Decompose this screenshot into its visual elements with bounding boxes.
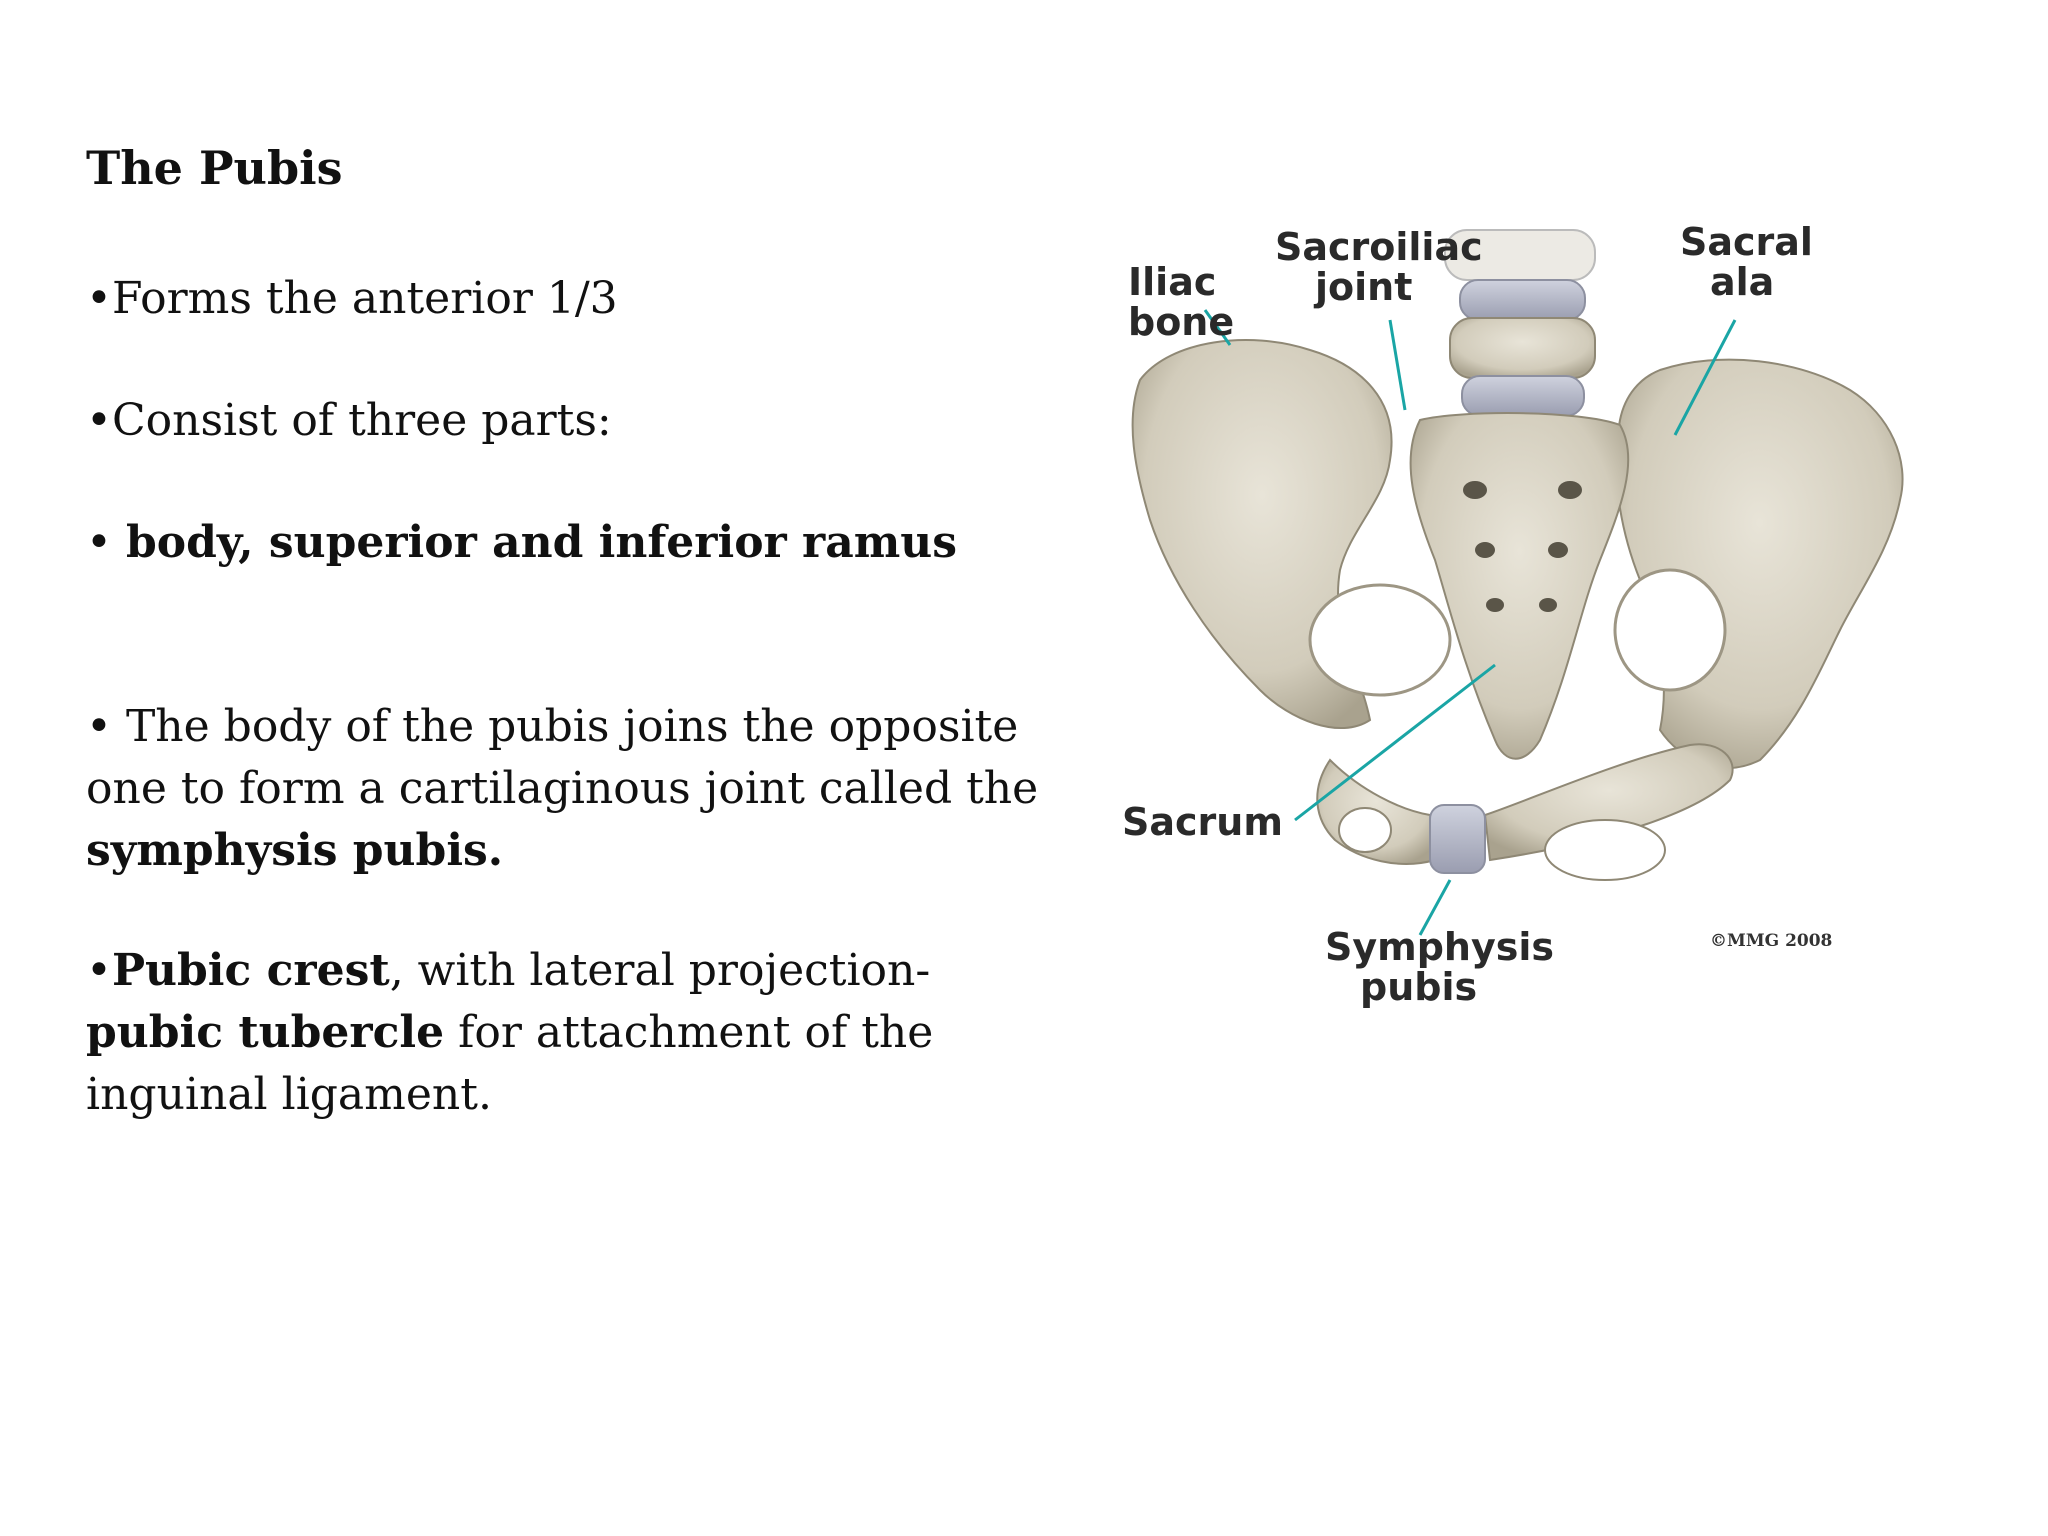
- right-iliac-bone: [1615, 358, 1904, 769]
- pointer-sacrum: [1294, 663, 1496, 822]
- pubic-crest-term: Pubic crest: [111, 945, 390, 996]
- pubic-crest-text1: , with lateral projection-: [389, 945, 931, 996]
- pointer-iliac: [1203, 309, 1232, 346]
- pubic-crest-bullet: •: [86, 945, 112, 996]
- pelvis-figure: Iliac bone Sacroiliac joint Sacral ala S…: [1100, 200, 1960, 1060]
- copyright-mark: ©MMG 2008: [1710, 931, 1832, 951]
- bullet-pubic-crest: •Pubic crest, with lateral projection- p…: [86, 940, 1076, 1126]
- bullet-parts-list: • body, superior and inferior ramus: [86, 512, 1086, 574]
- obturator-right: [1544, 819, 1666, 881]
- label-sacroiliac-1: Sacroiliac: [1275, 225, 1483, 269]
- sacral-foramen-5: [1486, 598, 1504, 612]
- label-sacral-2: ala: [1710, 260, 1774, 304]
- disc-lower: [1461, 375, 1585, 417]
- slide-title: The Pubis: [86, 141, 343, 195]
- bullet-forms-anterior: •Forms the anterior 1/3: [86, 273, 618, 324]
- label-sacroiliac-2: joint: [1313, 265, 1412, 309]
- label-sacrum: Sacrum: [1122, 800, 1283, 844]
- symphysis-disc: [1429, 804, 1486, 874]
- sacral-foramen-6: [1539, 598, 1557, 612]
- pelvis-illustration: Iliac bone Sacroiliac joint Sacral ala S…: [1122, 220, 1904, 1009]
- pointer-symphysis: [1418, 879, 1452, 936]
- sacral-foramen-3: [1475, 542, 1495, 558]
- sacral-foramen-4: [1548, 542, 1568, 558]
- pelvic-inlet: [1308, 583, 1452, 697]
- label-symphysis-1: Symphysis: [1325, 925, 1554, 969]
- label-iliac-1: Iliac: [1128, 260, 1216, 304]
- sacral-foramen-1: [1463, 481, 1487, 499]
- disc-upper: [1459, 279, 1586, 321]
- pubic-crest-text2: for attachment of the inguinal ligament.: [86, 1007, 934, 1120]
- bullet-body-joins: • The body of the pubis joins the opposi…: [86, 696, 1046, 882]
- pointer-lines: [1203, 309, 1737, 936]
- sacrum-bone: [1409, 412, 1630, 760]
- pointer-sacral-ala: [1673, 319, 1737, 436]
- bullet-three-parts: •Consist of three parts:: [86, 395, 612, 446]
- vertebra-middle: [1449, 317, 1596, 379]
- pointer-sacroiliac: [1388, 319, 1407, 411]
- body-joins-text: • The body of the pubis joins the opposi…: [86, 701, 1039, 814]
- pubic-tubercle-term: pubic tubercle: [86, 1007, 445, 1058]
- bullet-parts-prefix: •: [86, 517, 126, 568]
- obturator-left: [1338, 807, 1392, 853]
- label-iliac-2: bone: [1128, 300, 1234, 344]
- label-symphysis-2: pubis: [1360, 965, 1477, 1009]
- label-sacral-1: Sacral: [1680, 220, 1813, 264]
- pelvic-inlet-right: [1613, 568, 1727, 692]
- sacral-foramen-2: [1558, 481, 1582, 499]
- parts-list-text: body, superior and inferior ramus: [125, 517, 958, 568]
- symphysis-pubis-term: symphysis pubis.: [86, 825, 504, 876]
